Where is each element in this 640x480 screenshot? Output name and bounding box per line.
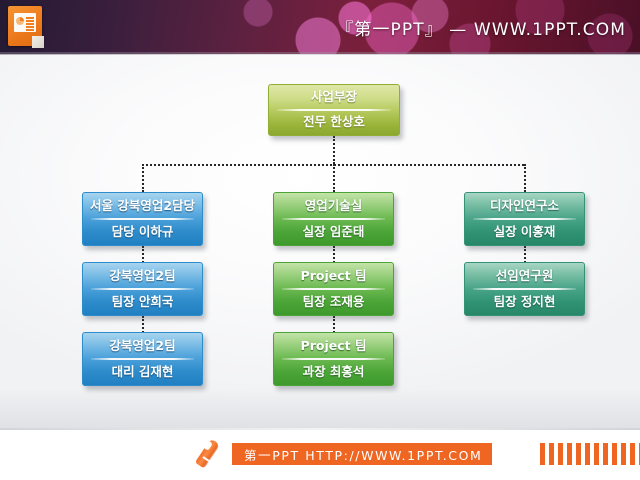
connector-left-1-2 [142, 246, 144, 266]
powerpoint-icon-glyph [14, 13, 36, 32]
org-node-root[interactable]: 사업부장 전무 한상호 [268, 84, 400, 136]
org-node-name: 실장 임준태 [302, 223, 365, 239]
powerpoint-icon [8, 6, 48, 48]
org-node-divider [277, 109, 391, 111]
footer-divider [0, 428, 640, 430]
org-node-left-2[interactable]: 강북영업2팀 팀장 안희국 [82, 262, 203, 316]
org-node-title: 영업기술실 [304, 197, 363, 213]
powerpoint-icon-bars [26, 17, 34, 31]
org-node-right-1[interactable]: 디자인연구소 실장 이홍재 [464, 192, 585, 246]
org-node-divider [282, 288, 385, 290]
org-node-divider [282, 358, 385, 360]
slide-header: 『第一PPT』 — WWW.1PPT.COM [0, 0, 640, 54]
org-node-divider [91, 358, 194, 360]
org-node-title: 디자인연구소 [489, 197, 559, 213]
org-node-center-3[interactable]: Project 팀 과장 최홍석 [273, 332, 394, 386]
connector-left-2-3 [142, 316, 144, 336]
org-node-title: 사업부장 [310, 89, 357, 105]
org-node-title: 강북영업2팀 [109, 337, 176, 353]
org-node-divider [473, 218, 576, 220]
connector-center-2-3 [333, 316, 335, 336]
org-node-left-1[interactable]: 서울 강북영업2담당 담당 이하규 [82, 192, 203, 246]
org-node-title: Project 팀 [300, 267, 367, 283]
org-node-name: 전무 한상호 [303, 114, 365, 130]
org-node-divider [91, 218, 194, 220]
org-node-name: 팀장 안희국 [111, 293, 174, 309]
org-node-name: 대리 김재현 [111, 363, 174, 379]
org-node-title: 서울 강북영업2담당 [89, 197, 196, 213]
org-node-title: 선임연구원 [495, 267, 554, 283]
powerpoint-icon-fold [32, 36, 44, 48]
org-node-name: 담당 이하규 [111, 223, 174, 239]
pencil-icon [194, 437, 230, 471]
org-node-name: 팀장 정지현 [493, 293, 556, 309]
connector-right-1-2 [524, 246, 526, 266]
footer-banner[interactable]: 第一PPT HTTP://WWW.1PPT.COM [232, 443, 493, 465]
org-node-divider [473, 288, 576, 290]
org-node-center-1[interactable]: 영업기술실 실장 임준태 [273, 192, 394, 246]
org-node-name: 실장 이홍재 [493, 223, 556, 239]
org-node-center-2[interactable]: Project 팀 팀장 조재용 [273, 262, 394, 316]
org-node-name: 팀장 조재용 [302, 293, 365, 309]
header-divider [0, 52, 640, 55]
org-node-title: 강북영업2팀 [109, 267, 176, 283]
connector-root-stem [333, 136, 335, 164]
footer-banner-text: 第一PPT HTTP://WWW.1PPT.COM [244, 447, 483, 463]
footer-stripes [540, 443, 640, 465]
org-node-divider [282, 218, 385, 220]
connector-drop-center [333, 164, 335, 192]
connector-drop-left [142, 164, 144, 192]
connector-center-1-2 [333, 246, 335, 266]
org-node-name: 과장 최홍석 [302, 363, 365, 379]
org-node-right-2[interactable]: 선임연구원 팀장 정지현 [464, 262, 585, 316]
org-node-divider [91, 288, 194, 290]
connector-drop-right [524, 164, 526, 192]
org-node-title: Project 팀 [300, 337, 367, 353]
header-title: 『第一PPT』 — WWW.1PPT.COM [336, 20, 626, 40]
org-node-left-3[interactable]: 강북영업2팀 대리 김재현 [82, 332, 203, 386]
